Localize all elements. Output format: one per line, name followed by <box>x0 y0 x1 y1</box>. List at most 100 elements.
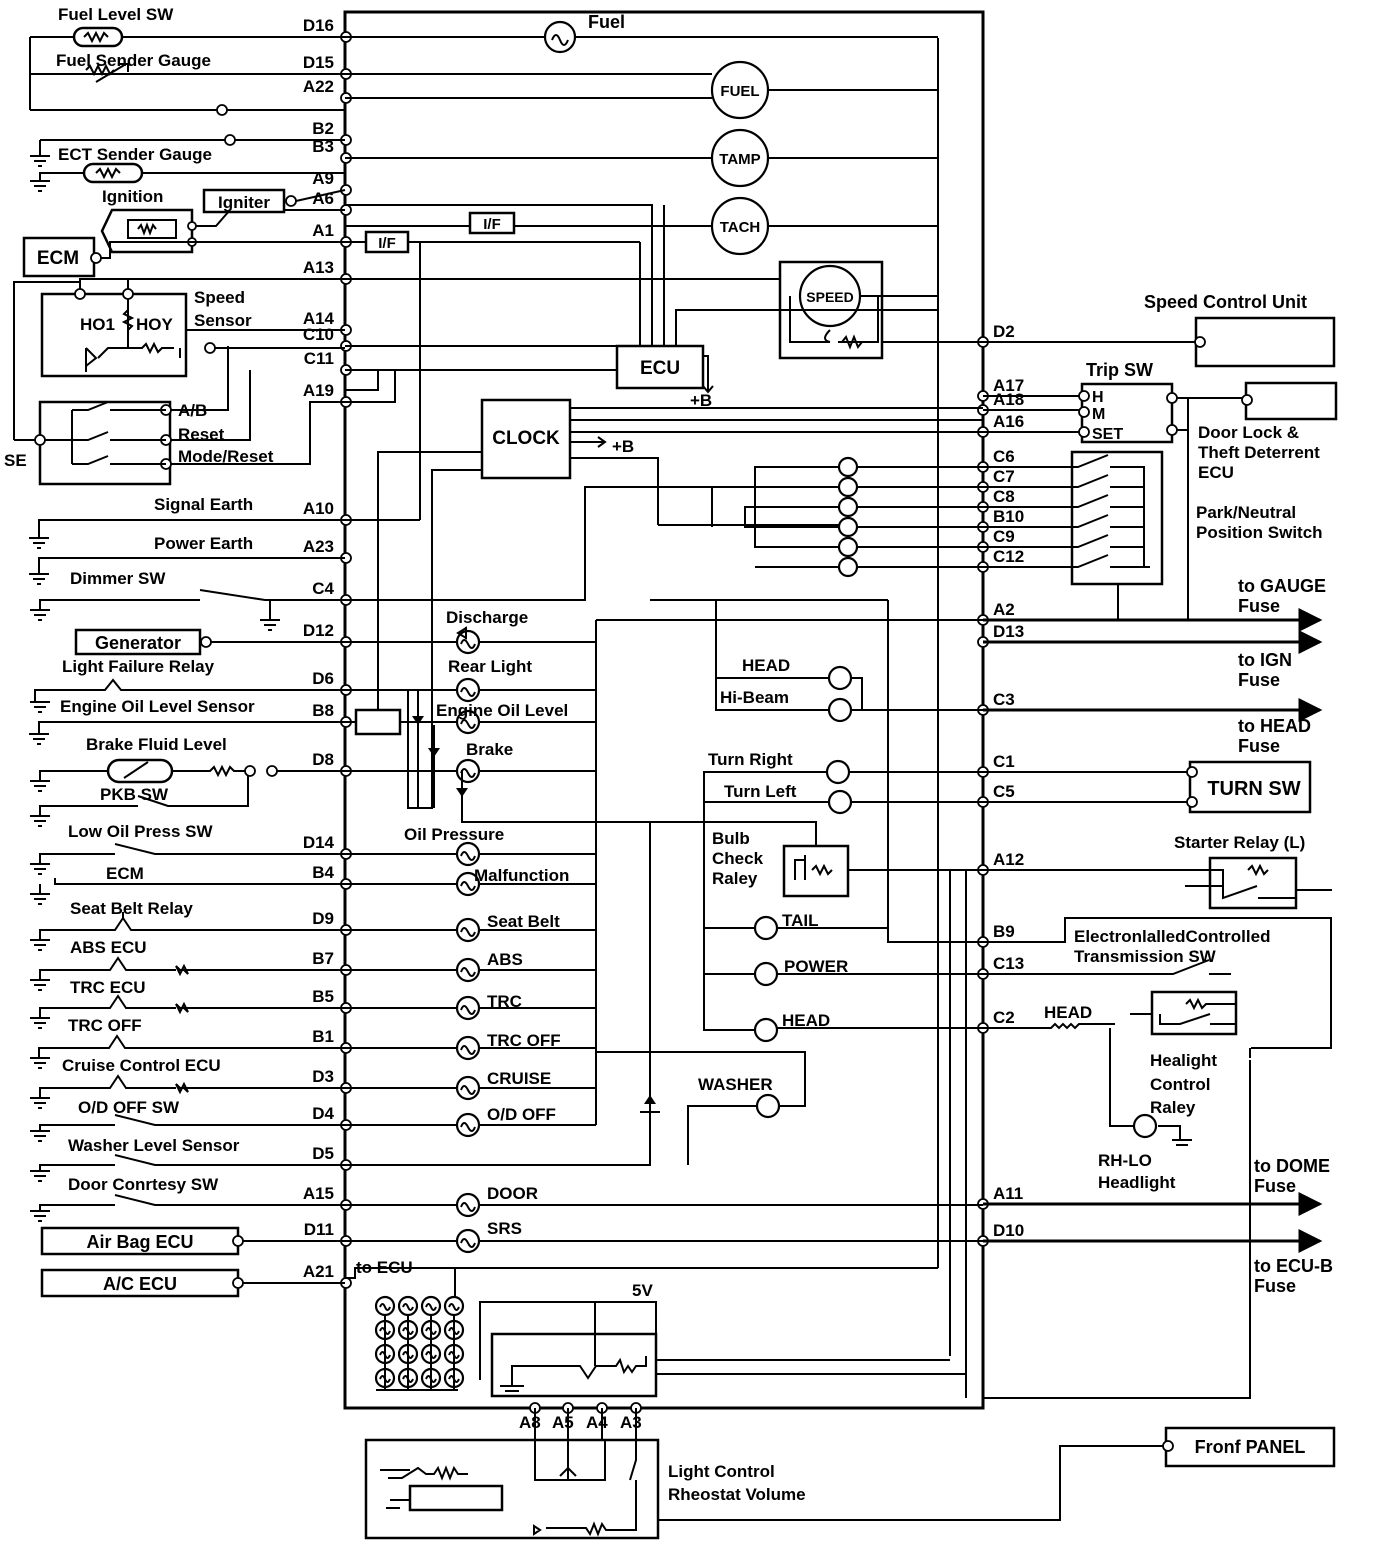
park-neutral-label-2: Position Switch <box>1196 523 1323 542</box>
door-label: DOOR <box>487 1184 538 1203</box>
warning-lamps <box>345 629 983 1254</box>
right-pin-label: C1 <box>993 752 1015 771</box>
right-pin-label: A17 <box>993 376 1024 395</box>
rear-light-label: Rear Light <box>448 657 532 676</box>
clock-plus-b: +B <box>612 437 634 456</box>
if-box-2 <box>468 211 516 235</box>
bulb-check-label-1: Bulb <box>712 829 750 848</box>
left-pin-label: A10 <box>303 499 334 518</box>
rheostat-label-1: Light Control <box>668 1462 775 1481</box>
trip-sw-label: Trip SW <box>1086 360 1153 380</box>
to-ign-label-1: to IGN <box>1238 650 1292 670</box>
right-pin-label: A2 <box>993 600 1015 619</box>
left-pin-label: A15 <box>303 1184 334 1203</box>
head2-label: HEAD <box>782 1011 830 1030</box>
left-pin-label: B5 <box>312 987 334 1006</box>
airbag-ecu-label: Air Bag ECU <box>86 1232 193 1252</box>
ecm-label: ECM <box>106 864 144 883</box>
ect-sw-label-1: ElectronlalledControlled <box>1074 927 1270 946</box>
se-label: SE <box>4 451 27 470</box>
tach-gauge-label: TACH <box>720 219 761 236</box>
left-pin-label: D6 <box>312 669 334 688</box>
fuel-sender-label: Fuel Sender Gauge <box>56 51 211 70</box>
tail-lamp-icon <box>753 915 779 941</box>
cruise-ecu-label: Cruise Control ECU <box>62 1056 221 1075</box>
headlight-relay-label-3: Raley <box>1150 1098 1196 1117</box>
airbag-ecu-box <box>40 1226 240 1256</box>
door-lock-label-1: Door Lock & <box>1198 423 1299 442</box>
right-pin-label: D13 <box>993 622 1024 641</box>
bulb-check-label-2: Check <box>712 849 764 868</box>
head-label: HEAD <box>742 656 790 675</box>
right-pin-label: C3 <box>993 690 1015 709</box>
right-pin-label: A12 <box>993 850 1024 869</box>
park-neutral-switch-box <box>1070 450 1164 586</box>
right-pin-label: C7 <box>993 467 1015 486</box>
door-sw-label: Door Conrtesy SW <box>68 1175 219 1194</box>
right-pin-label: C13 <box>993 954 1024 973</box>
head-switch-label: HEAD <box>1044 1003 1092 1022</box>
left-pin-label: C10 <box>303 325 334 344</box>
dimmer-sw-label: Dimmer SW <box>70 569 166 588</box>
igniter-box <box>202 188 286 214</box>
right-pin-label: B9 <box>993 922 1015 941</box>
headlight-relay-label-1: Healight <box>1150 1051 1217 1070</box>
turn-sw-box <box>1188 760 1312 814</box>
right-pin-label: C9 <box>993 527 1015 546</box>
srs-label: SRS <box>487 1219 522 1238</box>
right-pin-label: D10 <box>993 1221 1024 1240</box>
power-lamp-icon <box>753 961 779 987</box>
left-pin-label: D4 <box>312 1104 334 1123</box>
temp-gauge-label: TAMP <box>719 151 760 168</box>
head2-lamp-icon <box>753 1017 779 1043</box>
speed-sensor-box <box>40 292 188 378</box>
rh-lo-headlight-icon <box>1132 1113 1158 1139</box>
turn-left-label: Turn Left <box>724 782 797 801</box>
ac-ecu-label: A/C ECU <box>103 1274 177 1294</box>
hi-beam-lamp-icon <box>827 697 853 723</box>
headlight-relay-label-2: Control <box>1150 1075 1210 1094</box>
bottom-pin-label: A5 <box>552 1413 574 1432</box>
bottom-pin-label: A8 <box>519 1413 541 1432</box>
right-pin-label: A18 <box>993 390 1024 409</box>
rh-lo-label-2: Headlight <box>1098 1173 1176 1192</box>
left-pin-label: D12 <box>303 621 334 640</box>
speed-control-unit-label: Speed Control Unit <box>1144 292 1307 312</box>
right-pin-label: C8 <box>993 487 1015 506</box>
left-pin-label: C11 <box>304 349 334 368</box>
trip-h: H <box>1092 389 1104 406</box>
left-connector-pins: D16D15A22B2B3A9A6A1A13A14C10C11A19A10A23… <box>303 16 352 1289</box>
to-ecub-label-1: to ECU-B <box>1254 1256 1333 1276</box>
ect-sender-label: ECT Sender Gauge <box>58 145 212 164</box>
fuel-lamp-icon <box>543 20 577 54</box>
engine-oil-sensor-label: Engine Oil Level Sensor <box>60 697 255 716</box>
park-neutral-label-1: Park/Neutral <box>1196 503 1296 522</box>
left-pin-label: A22 <box>303 77 334 96</box>
od-off-label: O/D OFF <box>487 1105 556 1124</box>
fuel-level-sw-label: Fuel Level SW <box>58 5 174 24</box>
ecu-plus-b: +B <box>690 391 712 410</box>
clock-label: CLOCK <box>492 428 560 449</box>
to-gauge-label-1: to GAUGE <box>1238 576 1326 596</box>
to-head-label-2: Fuse <box>1238 736 1280 756</box>
left-pin-label: A19 <box>303 381 334 400</box>
front-panel-label: Fronf PANEL <box>1195 1437 1306 1457</box>
pkb-sw-label: PKB SW <box>100 785 169 804</box>
washer-label: WASHER <box>698 1075 773 1094</box>
to-dome-label-2: Fuse <box>1254 1176 1296 1196</box>
ac-ecu-box <box>40 1268 240 1298</box>
if-label-2: I/F <box>483 216 501 233</box>
left-pin-label: D3 <box>312 1067 334 1086</box>
bulb-check-relay-box <box>782 844 850 898</box>
trip-m: M <box>1092 406 1105 423</box>
left-pin-label: B8 <box>312 701 334 720</box>
abs-ecu-label: ABS ECU <box>70 938 147 957</box>
low-oil-sw-label: Low Oil Press SW <box>68 822 213 841</box>
left-pin-label: A13 <box>303 258 334 277</box>
speed-sensor-label-1: Speed <box>194 288 245 307</box>
trc-label: TRC <box>487 992 522 1011</box>
trip-set: SET <box>1092 426 1123 443</box>
pn-indicators <box>837 456 859 578</box>
rheostat-label-2: Rheostat Volume <box>668 1485 806 1504</box>
turn-sw-label: TURN SW <box>1207 778 1300 800</box>
